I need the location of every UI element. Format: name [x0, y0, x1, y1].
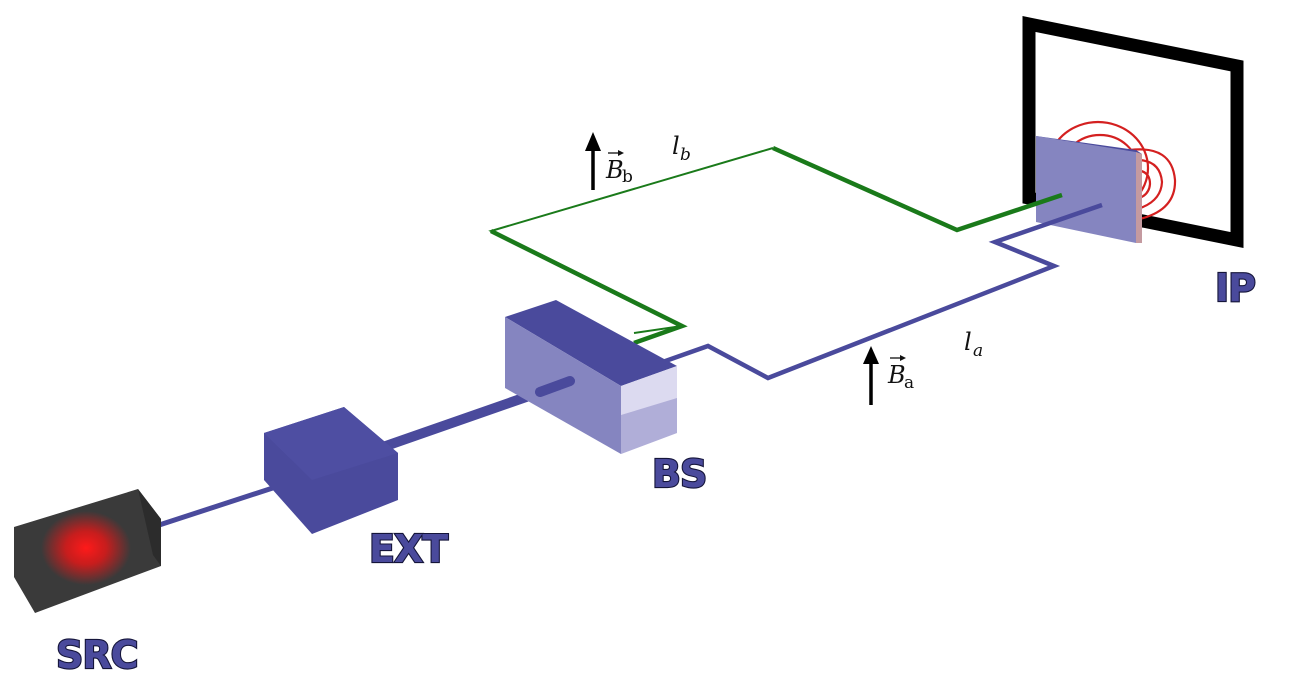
label-length-a: l a: [964, 328, 983, 361]
label-src: SRC: [56, 633, 138, 677]
field-arrow-b: [585, 132, 601, 190]
field-a-symbol: B: [887, 361, 906, 389]
length-b-symbol: l: [672, 132, 680, 160]
length-b-sub: b: [680, 145, 691, 165]
source-glow: [41, 511, 131, 585]
beam-into-bs: [535, 376, 575, 397]
label-length-b: l b: [672, 132, 691, 165]
recombiner-plate: [1036, 136, 1142, 243]
length-a-symbol: l: [964, 328, 972, 356]
field-b-sub: b: [622, 167, 633, 187]
label-bs: BS: [652, 452, 706, 496]
image-plane-frame: [1022, 16, 1244, 248]
beam-path-b-far: [772, 145, 1063, 233]
beam-src-ext: [149, 481, 286, 531]
beam-splitter: [505, 300, 677, 454]
label-field-a: B a: [887, 355, 914, 393]
label-ip: IP: [1215, 266, 1255, 310]
label-field-b: B b: [605, 150, 633, 187]
beam-path-b: [489, 228, 688, 346]
beam-path-a: [639, 202, 1103, 381]
length-a-sub: a: [973, 341, 983, 361]
field-b-symbol: B: [605, 156, 624, 184]
field-a-sub: a: [904, 373, 914, 393]
source: [14, 489, 161, 613]
extractor: [264, 407, 398, 534]
field-arrow-a: [863, 346, 879, 405]
label-ext: EXT: [369, 527, 448, 571]
